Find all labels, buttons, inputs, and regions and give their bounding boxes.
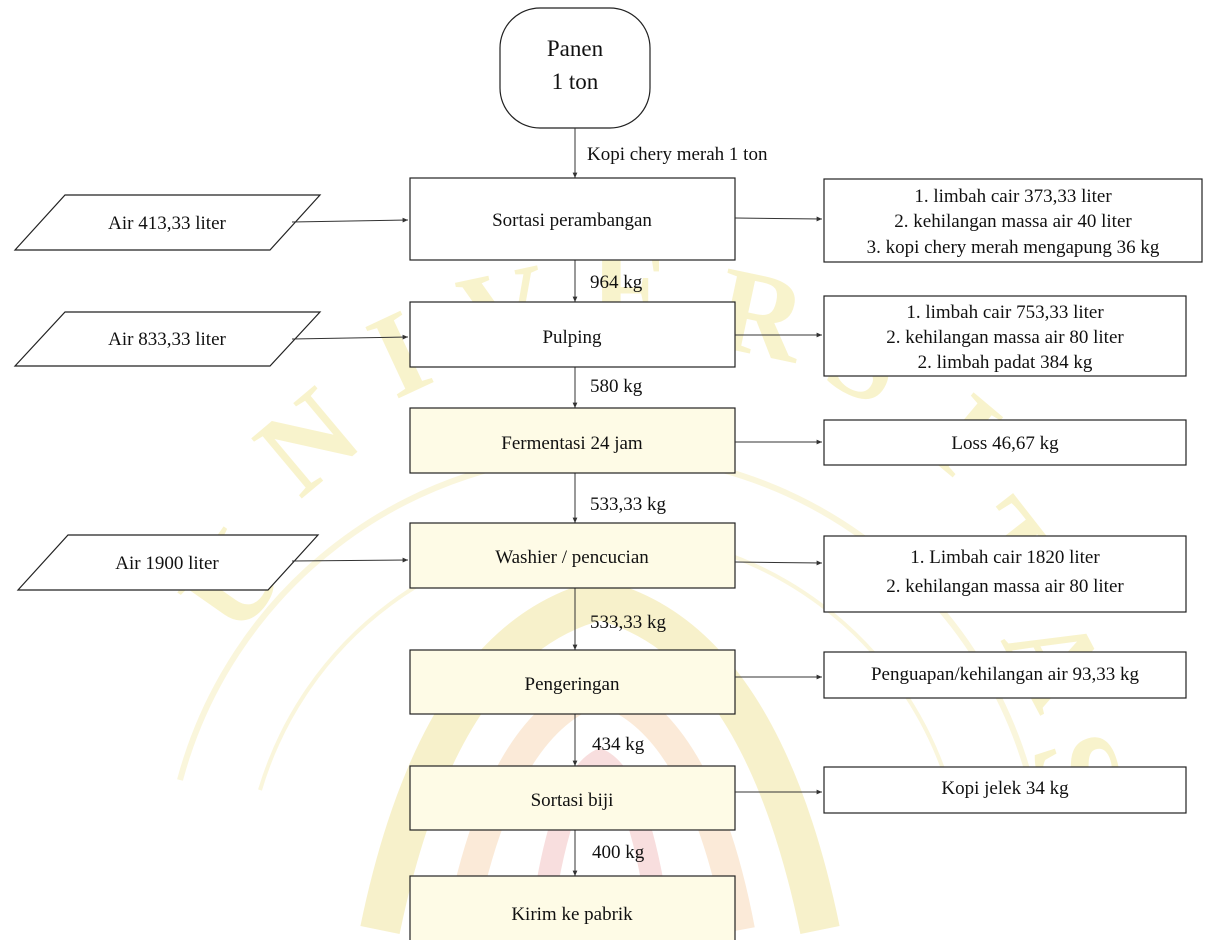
start-node: Panen 1 ton (499, 7, 651, 129)
start-label-line2: 1 ton (552, 69, 599, 94)
input-label: Air 413,33 liter (108, 213, 226, 234)
input-arrows (291, 217, 409, 563)
process-kirim-ke-pabrik: Kirim ke pabrik (409, 875, 736, 940)
output-line: 1. Limbah cair 1820 liter (910, 547, 1100, 568)
process-sortasi-perambangan: Sortasi perambangan (409, 177, 736, 261)
process-label: Pulping (542, 327, 602, 348)
flow-label-580: 580 kg (590, 376, 643, 397)
output-line: 1. limbah cair 373,33 liter (914, 186, 1112, 207)
flow-label-cherry: Kopi chery merah 1 ton (587, 144, 768, 165)
svg-text:N: N (231, 362, 383, 520)
output-line: 1. limbah cair 753,33 liter (906, 302, 1104, 323)
output-line: Loss 46,67 kg (951, 433, 1059, 454)
flow-label-533-b: 533,33 kg (590, 612, 667, 633)
output-pulping: 1. limbah cair 753,33 liter 2. kehilanga… (823, 295, 1187, 377)
output-line: Kopi jelek 34 kg (941, 778, 1069, 799)
flow-label-533-a: 533,33 kg (590, 494, 667, 515)
process-label: Sortasi perambangan (492, 210, 652, 231)
flow-label-434: 434 kg (592, 734, 645, 755)
output-fermentasi: Loss 46,67 kg (823, 419, 1187, 466)
process-pulping: Pulping (409, 301, 736, 368)
output-line: 2. limbah padat 384 kg (918, 352, 1093, 373)
output-sortasi-biji: Kopi jelek 34 kg (823, 766, 1187, 814)
input-label: Air 1900 liter (115, 553, 219, 574)
output-line: 2. kehilangan massa air 40 liter (894, 211, 1132, 232)
process-sortasi-biji: Sortasi biji (409, 765, 736, 831)
process-label: Washier / pencucian (495, 547, 649, 568)
output-sortasi-perambangan: 1. limbah cair 373,33 liter 2. kehilanga… (823, 178, 1203, 263)
process-label: Pengeringan (525, 674, 620, 695)
output-line: 2. kehilangan massa air 80 liter (886, 576, 1124, 597)
process-label: Sortasi biji (531, 790, 614, 811)
output-line: 3. kopi chery merah mengapung 36 kg (867, 237, 1160, 258)
input-air-1900: Air 1900 liter (16, 534, 320, 591)
output-pengeringan: Penguapan/kehilangan air 93,33 kg (823, 651, 1187, 699)
output-washier: 1. Limbah cair 1820 liter 2. kehilangan … (823, 535, 1187, 613)
input-air-833: Air 833,33 liter (13, 311, 322, 367)
flow-label-964: 964 kg (590, 272, 643, 293)
input-label: Air 833,33 liter (108, 329, 226, 350)
process-pengeringan: Pengeringan (409, 649, 736, 715)
output-line: 2. kehilangan massa air 80 liter (886, 327, 1124, 348)
output-line: Penguapan/kehilangan air 93,33 kg (871, 664, 1140, 685)
input-air-413: Air 413,33 liter (13, 194, 322, 251)
process-label: Kirim ke pabrik (511, 904, 633, 925)
process-label: Fermentasi 24 jam (501, 433, 643, 454)
flow-label-400: 400 kg (592, 842, 645, 863)
start-label-line1: Panen (547, 36, 604, 61)
process-washier: Washier / pencucian (409, 522, 736, 589)
process-fermentasi: Fermentasi 24 jam (409, 407, 736, 474)
output-arrows (734, 216, 823, 795)
